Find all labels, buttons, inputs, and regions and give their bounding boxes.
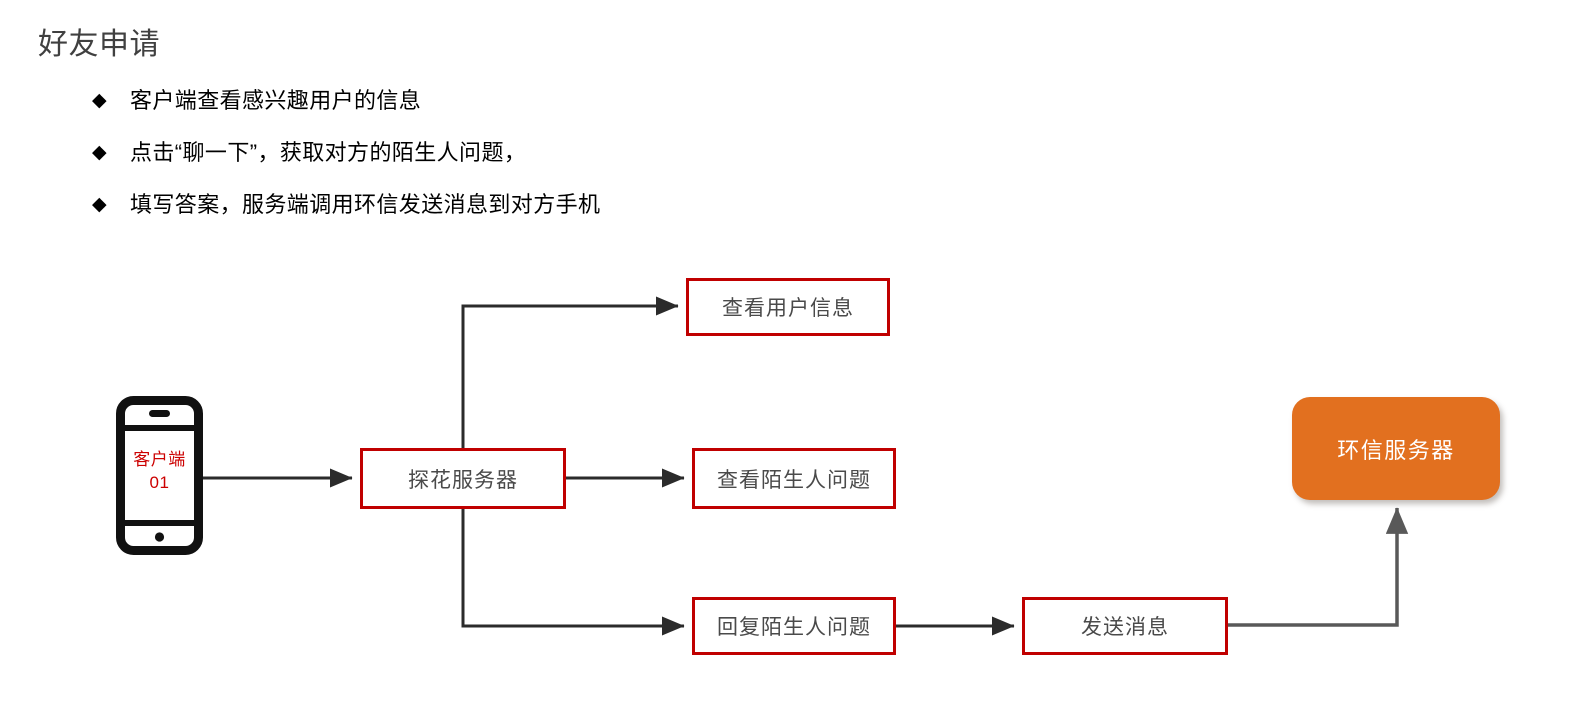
connector-send-message-to-huanxin-server bbox=[1228, 507, 1409, 627]
connector-tanhua-to-view-user-info bbox=[461, 296, 679, 448]
list-item: ◆ 客户端查看感兴趣用户的信息 bbox=[92, 84, 1092, 136]
list-item-label: 点击“聊一下”，获取对方的陌生人问题， bbox=[130, 140, 527, 165]
list-item-label: 客户端查看感兴趣用户的信息 bbox=[130, 88, 422, 113]
list-item-label: 填写答案，服务端调用环信发送消息到对方手机 bbox=[130, 192, 601, 217]
client-phone-label: 客户端 01 bbox=[116, 448, 203, 494]
client-phone: 客户端 01 bbox=[116, 396, 203, 555]
page-title: 好友申请 bbox=[38, 28, 160, 61]
node-huanxin-server: 环信服务器 bbox=[1292, 397, 1500, 500]
smartphone-icon bbox=[116, 396, 203, 555]
node-send-message: 发送消息 bbox=[1022, 597, 1228, 655]
node-view-user-info: 查看用户信息 bbox=[686, 278, 890, 336]
bullet-list: ◆ 客户端查看感兴趣用户的信息 ◆ 点击“聊一下”，获取对方的陌生人问题， ◆ … bbox=[92, 84, 1092, 240]
diamond-bullet-icon: ◆ bbox=[92, 142, 107, 163]
node-reply-stranger-question: 回复陌生人问题 bbox=[692, 597, 896, 655]
list-item: ◆ 填写答案，服务端调用环信发送消息到对方手机 bbox=[92, 188, 1092, 240]
client-phone-label-line1: 客户端 bbox=[133, 450, 186, 469]
client-phone-label-line2: 01 bbox=[149, 473, 170, 492]
node-view-stranger-question: 查看陌生人问题 bbox=[692, 448, 896, 509]
list-item: ◆ 点击“聊一下”，获取对方的陌生人问题， bbox=[92, 136, 1092, 188]
diamond-bullet-icon: ◆ bbox=[92, 90, 107, 111]
node-tanhua-server: 探花服务器 bbox=[360, 448, 566, 509]
connector-tanhua-to-reply-stranger-question bbox=[461, 509, 685, 636]
diamond-bullet-icon: ◆ bbox=[92, 194, 107, 215]
